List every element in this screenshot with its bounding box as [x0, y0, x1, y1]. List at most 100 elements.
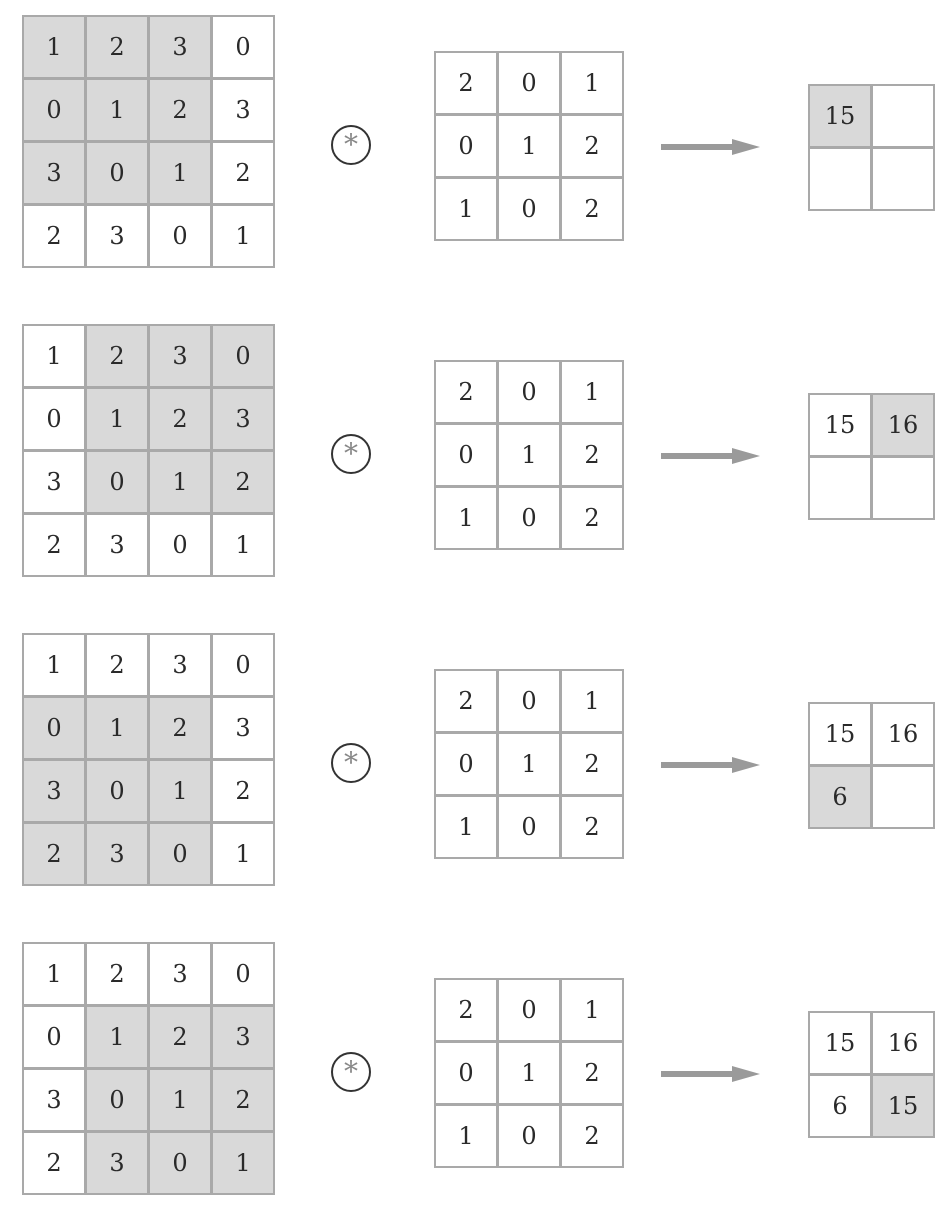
input-cell: 3 — [22, 450, 86, 514]
output-cell — [871, 147, 935, 211]
kernel-cell: 0 — [497, 795, 561, 859]
convolution-operator-icon: * — [331, 1052, 371, 1092]
kernel-cell: 1 — [497, 732, 561, 796]
arrow-right-icon — [732, 757, 760, 773]
output-cell: 6 — [808, 1074, 872, 1138]
kernel-cell: 0 — [434, 114, 498, 178]
kernel-cell: 1 — [434, 795, 498, 859]
input-cell: 3 — [85, 822, 149, 886]
kernel-cell: 1 — [560, 978, 624, 1042]
input-cell: 0 — [211, 942, 275, 1006]
output-cell: 16 — [871, 393, 935, 457]
kernel-cell: 0 — [497, 486, 561, 550]
input-cell: 2 — [148, 387, 212, 451]
output-cell — [871, 84, 935, 148]
input-cell: 2 — [148, 78, 212, 142]
input-cell: 0 — [22, 78, 86, 142]
kernel-cell: 2 — [560, 486, 624, 550]
input-cell: 1 — [211, 1131, 275, 1195]
arrow-right-icon — [732, 448, 760, 464]
input-cell: 3 — [211, 696, 275, 760]
input-cell: 1 — [211, 822, 275, 886]
kernel-cell: 2 — [560, 177, 624, 241]
input-cell: 0 — [148, 513, 212, 577]
input-cell: 3 — [148, 633, 212, 697]
input-cell: 3 — [148, 324, 212, 388]
input-cell: 0 — [211, 15, 275, 79]
kernel-cell: 1 — [497, 423, 561, 487]
input-cell: 1 — [22, 633, 86, 697]
input-cell: 0 — [148, 822, 212, 886]
input-cell: 2 — [211, 450, 275, 514]
arrow-right-icon — [732, 139, 760, 155]
input-cell: 2 — [148, 1005, 212, 1069]
kernel-cell: 2 — [560, 423, 624, 487]
kernel-cell: 0 — [497, 978, 561, 1042]
kernel-cell: 0 — [434, 423, 498, 487]
input-cell: 1 — [22, 942, 86, 1006]
kernel-cell: 1 — [560, 360, 624, 424]
kernel-cell: 2 — [560, 1041, 624, 1105]
kernel-cell: 2 — [560, 795, 624, 859]
input-cell: 1 — [148, 1068, 212, 1132]
output-cell: 15 — [871, 1074, 935, 1138]
convolution-operator-icon: * — [331, 434, 371, 474]
input-cell: 3 — [148, 15, 212, 79]
kernel-cell: 0 — [497, 177, 561, 241]
arrow-right-icon — [732, 1066, 760, 1082]
output-cell: 15 — [808, 393, 872, 457]
kernel-cell: 1 — [434, 177, 498, 241]
convolution-operator-icon: * — [331, 743, 371, 783]
input-cell: 0 — [22, 1005, 86, 1069]
output-cell: 15 — [808, 84, 872, 148]
kernel-cell: 1 — [560, 669, 624, 733]
input-cell: 1 — [85, 387, 149, 451]
input-cell: 0 — [85, 759, 149, 823]
input-cell: 1 — [22, 324, 86, 388]
input-cell: 0 — [22, 696, 86, 760]
input-cell: 3 — [211, 387, 275, 451]
input-cell: 2 — [211, 141, 275, 205]
kernel-cell: 0 — [497, 360, 561, 424]
input-cell: 3 — [22, 141, 86, 205]
input-cell: 3 — [85, 1131, 149, 1195]
input-cell: 2 — [211, 759, 275, 823]
input-cell: 1 — [211, 204, 275, 268]
input-cell: 3 — [211, 78, 275, 142]
input-cell: 3 — [148, 942, 212, 1006]
kernel-cell: 2 — [560, 732, 624, 796]
arrow-shaft — [661, 1071, 733, 1077]
convolution-operator-icon: * — [331, 125, 371, 165]
input-cell: 1 — [211, 513, 275, 577]
kernel-cell: 2 — [434, 360, 498, 424]
arrow-shaft — [661, 762, 733, 768]
input-cell: 1 — [148, 759, 212, 823]
kernel-cell: 2 — [560, 1104, 624, 1168]
arrow-shaft — [661, 144, 733, 150]
kernel-cell: 1 — [434, 1104, 498, 1168]
arrow-shaft — [661, 453, 733, 459]
input-cell: 3 — [22, 1068, 86, 1132]
input-cell: 2 — [85, 324, 149, 388]
input-cell: 1 — [85, 78, 149, 142]
input-cell: 1 — [148, 141, 212, 205]
input-cell: 2 — [85, 942, 149, 1006]
input-cell: 2 — [211, 1068, 275, 1132]
kernel-cell: 2 — [434, 978, 498, 1042]
output-cell: 16 — [871, 702, 935, 766]
input-cell: 0 — [148, 1131, 212, 1195]
input-cell: 0 — [211, 633, 275, 697]
kernel-cell: 2 — [434, 669, 498, 733]
input-cell: 2 — [85, 633, 149, 697]
input-cell: 3 — [211, 1005, 275, 1069]
input-cell: 0 — [22, 387, 86, 451]
kernel-cell: 0 — [434, 1041, 498, 1105]
kernel-cell: 0 — [497, 669, 561, 733]
kernel-cell: 1 — [497, 1041, 561, 1105]
output-cell: 15 — [808, 1011, 872, 1075]
output-cell — [871, 765, 935, 829]
input-cell: 0 — [85, 1068, 149, 1132]
input-cell: 2 — [22, 822, 86, 886]
input-cell: 1 — [22, 15, 86, 79]
output-cell — [808, 147, 872, 211]
